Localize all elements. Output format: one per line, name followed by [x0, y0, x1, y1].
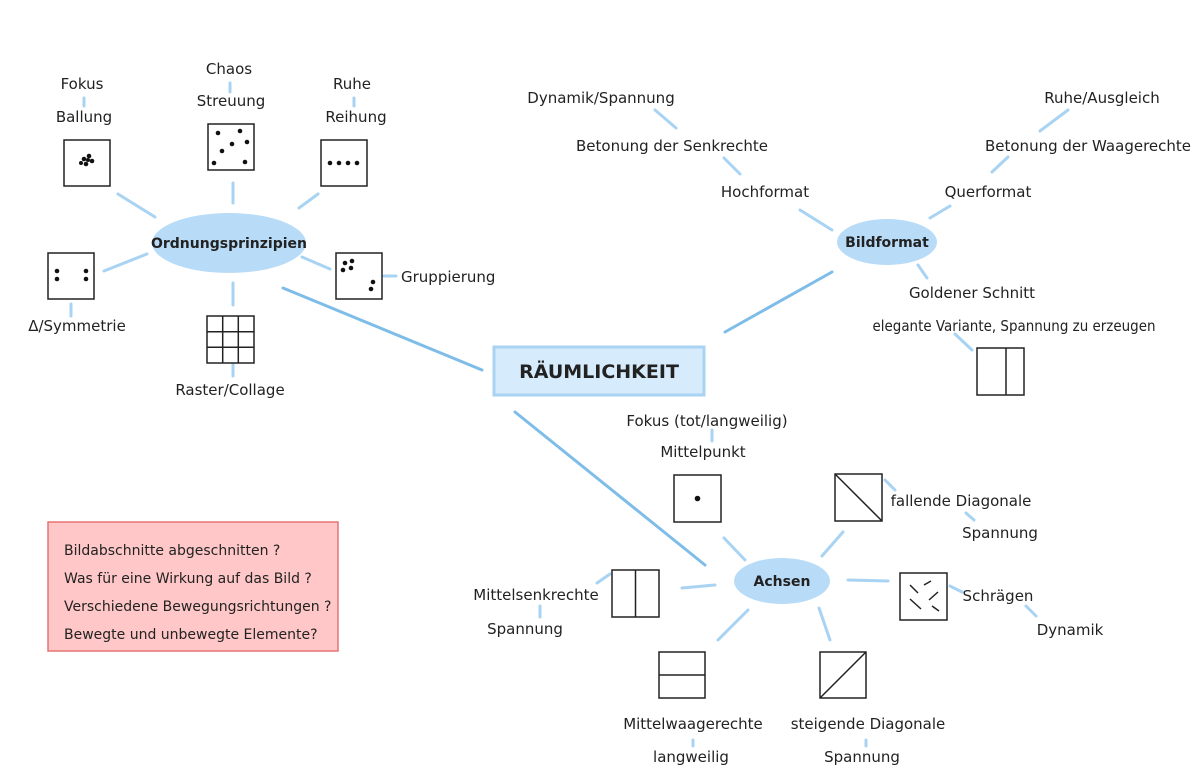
label-mittelsenkrechte: Mittelsenkrechte: [473, 586, 598, 604]
label-dynamik: Dynamik: [1037, 621, 1104, 639]
mittelpunkt-icon: [673, 474, 722, 523]
label-dynamik-spannung: Dynamik/Spannung: [527, 89, 674, 107]
central-node-label: RÄUMLICHKEIT: [519, 359, 679, 383]
reihung-icon: [320, 139, 368, 187]
hub-ordnungsprinzipien: Ordnungsprinzipien: [151, 213, 307, 273]
question-1: Bildabschnitte abgeschnitten ?: [64, 543, 280, 559]
mittelwaagerechte-icon: [658, 651, 706, 699]
label-hochformat: Hochformat: [721, 183, 809, 201]
label-schraegen: Schrägen: [963, 587, 1034, 605]
label-streuung: Streuung: [197, 92, 266, 110]
label-symmetrie: Δ/Symmetrie: [28, 317, 126, 335]
question-4: Bewegte und unbewegte Elemente?: [64, 627, 318, 643]
label-fokus: Fokus: [61, 75, 104, 93]
label-fallende-diagonale: fallende Diagonale: [891, 492, 1032, 510]
label-betonung-waagerechte: Betonung der Waagerechte: [985, 137, 1191, 155]
gruppierung-icon: [335, 252, 383, 300]
label-ballung: Ballung: [56, 108, 112, 126]
ordnung-labels: Fokus Ballung Chaos Streuung Ruhe Reihun…: [28, 60, 495, 399]
label-mittelpunkt: Mittelpunkt: [660, 443, 745, 461]
label-mittelsenkrechte-spannung: Spannung: [487, 620, 563, 638]
label-fallende-spannung: Spannung: [962, 524, 1038, 542]
label-steigende-diagonale: steigende Diagonale: [791, 715, 946, 733]
label-ruhe: Ruhe: [333, 75, 371, 93]
ordnung-connectors: [69, 81, 398, 378]
label-chaos: Chaos: [206, 60, 252, 78]
goldener-schnitt-icon: [976, 347, 1025, 396]
main-connectors: [281, 270, 834, 567]
symmetrie-icon: [47, 252, 95, 300]
label-reihung: Reihung: [325, 108, 386, 126]
questions-box: Bildabschnitte abgeschnitten ? Was für e…: [47, 521, 339, 652]
hub-ordnungsprinzipien-label: Ordnungsprinzipien: [151, 236, 307, 252]
label-raster: Raster/Collage: [175, 381, 284, 399]
fallende-diagonale-icon: [834, 473, 883, 522]
label-mittelwaagerechte: Mittelwaagerechte: [623, 715, 763, 733]
steigende-diagonale-icon: [819, 651, 867, 699]
achsen-connectors: [538, 428, 1038, 748]
label-ruhe-ausgleich: Ruhe/Ausgleich: [1044, 89, 1159, 107]
label-goldener-schnitt: Goldener Schnitt: [909, 284, 1035, 302]
streuung-icon: [207, 123, 255, 171]
bildformat-labels: Dynamik/Spannung Betonung der Senkrechte…: [527, 89, 1191, 335]
hub-achsen-label: Achsen: [754, 574, 811, 590]
label-gruppierung: Gruppierung: [401, 268, 495, 286]
label-fokus-tot: Fokus (tot/langweilig): [626, 412, 787, 430]
label-elegante-variante: elegante Variante, Spannung zu erzeugen: [873, 317, 1156, 335]
question-3: Verschiedene Bewegungsrichtungen ?: [64, 599, 331, 615]
hub-achsen: Achsen: [734, 558, 830, 604]
label-querformat: Querformat: [945, 183, 1032, 201]
bildformat-connectors: [653, 108, 1070, 352]
hub-bildformat: Bildformat: [837, 219, 937, 265]
raster-icon: [206, 315, 255, 364]
label-betonung-senkrechte: Betonung der Senkrechte: [576, 137, 768, 155]
connector-center-achsen: [513, 410, 707, 567]
central-node: RÄUMLICHKEIT: [492, 345, 706, 397]
question-2: Was für eine Wirkung auf das Bild ?: [64, 571, 312, 587]
connector-center-bildformat: [723, 270, 834, 334]
schraegen-icon: [899, 572, 948, 621]
ballung-icon: [63, 139, 111, 187]
mittelsenkrechte-icon: [611, 569, 660, 618]
hub-bildformat-label: Bildformat: [845, 235, 929, 251]
label-langweilig: langweilig: [653, 748, 729, 766]
achsen-labels: Fokus (tot/langweilig) Mittelpunkt falle…: [473, 412, 1103, 766]
label-steigende-spannung: Spannung: [824, 748, 900, 766]
connector-center-ordnung: [281, 286, 484, 372]
